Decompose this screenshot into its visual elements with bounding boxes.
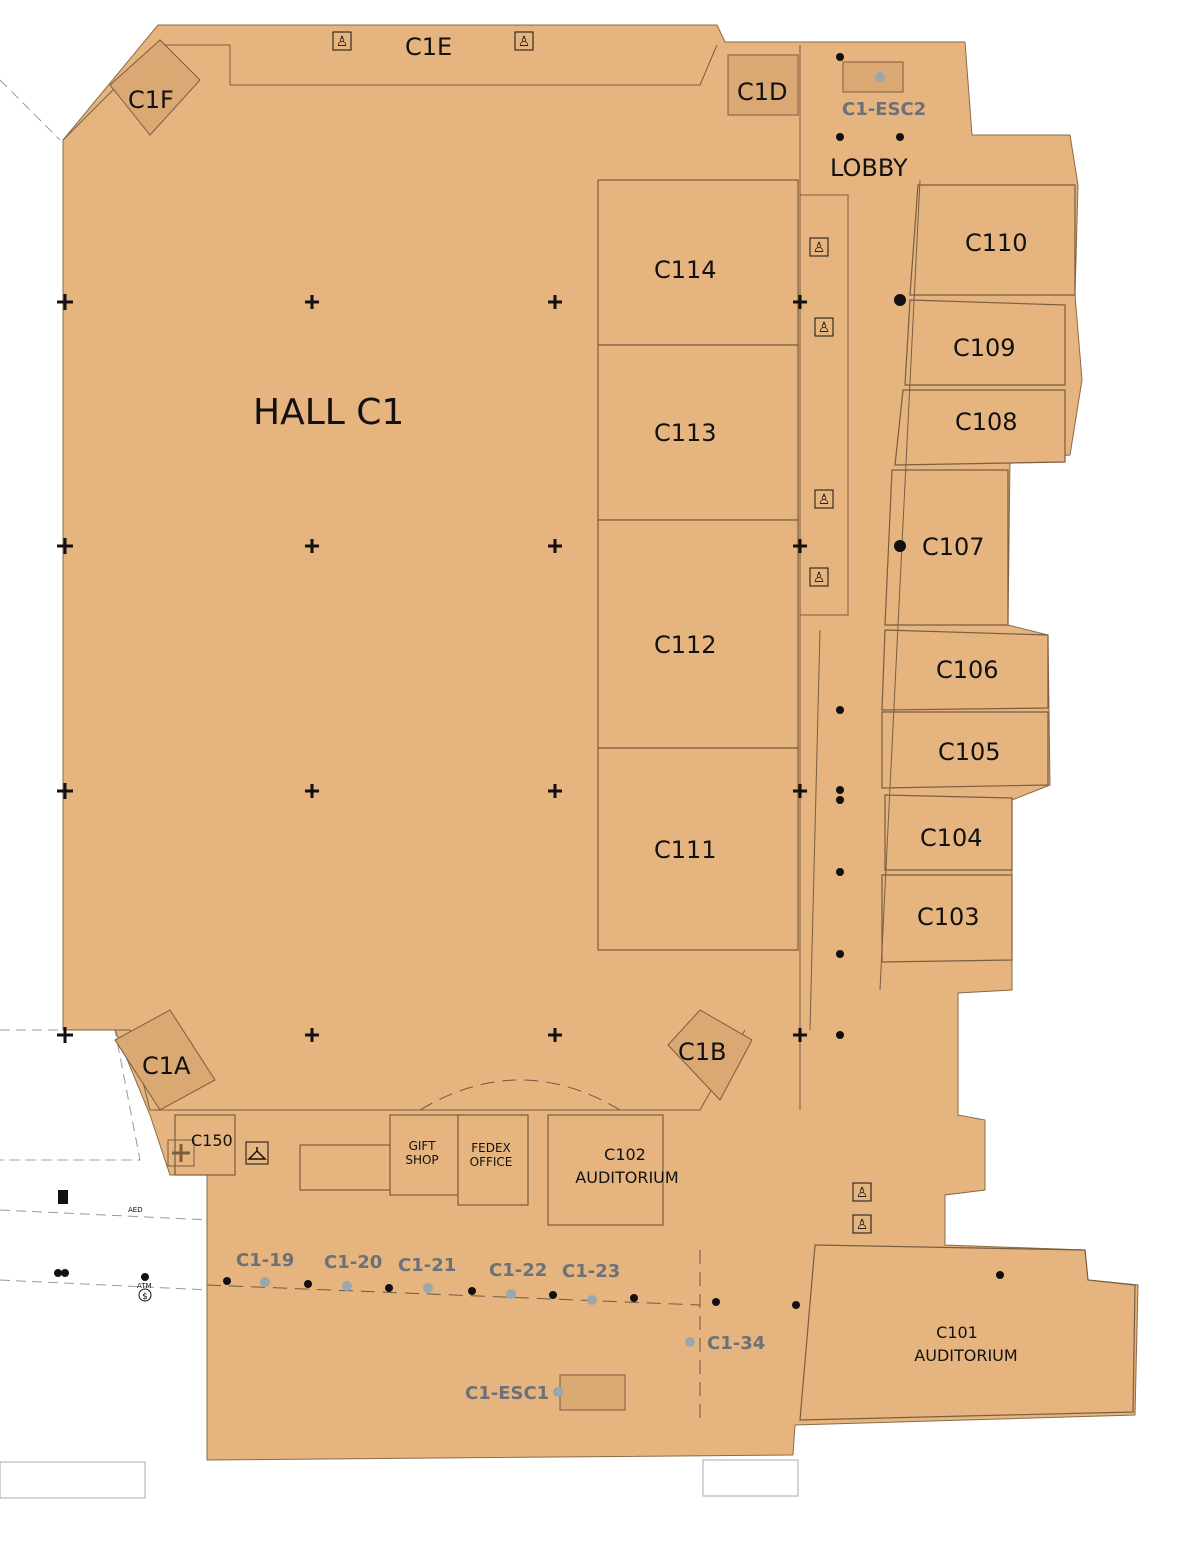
column-marker (305, 1028, 319, 1042)
room-label: C101 (936, 1323, 978, 1342)
column-marker (548, 539, 562, 553)
column-marker (548, 295, 562, 309)
column-marker (57, 1027, 73, 1043)
atm-icon: $ (138, 1288, 152, 1302)
entrance-c1d[interactable] (727, 54, 799, 116)
entrance-label: C1D (737, 78, 788, 106)
entrance-label: C1E (405, 33, 452, 61)
column-marker (305, 539, 319, 553)
room-label: C105 (938, 738, 1001, 766)
entrance-label: C1B (678, 1038, 727, 1066)
gift-shop[interactable] (389, 1114, 459, 1196)
column-marker (305, 784, 319, 798)
column-marker (57, 538, 73, 554)
atm-label: ATM (137, 1282, 152, 1290)
first-aid-icon (167, 1139, 195, 1167)
location-label[interactable]: C1-19 (236, 1250, 294, 1271)
svg-text:♙: ♙ (336, 34, 349, 50)
lobby-label: LOBBY (830, 154, 908, 182)
labels: HALL C1 LOBBY C1A C1B C1D C1E C1F C114 C… (128, 33, 1028, 1404)
aed-label: AED (128, 1206, 143, 1214)
room-c110[interactable] (909, 184, 1076, 296)
column-marker (57, 294, 73, 310)
column-marker (57, 783, 73, 799)
room-label: C113 (654, 419, 717, 447)
room-label: C114 (654, 256, 717, 284)
entrance-label: C1F (128, 86, 174, 114)
room-label: C104 (920, 824, 983, 852)
room-label: C110 (965, 229, 1028, 257)
corridor-markers (141, 53, 1004, 1309)
room-label: C111 (654, 836, 717, 864)
entrance-c1a[interactable] (114, 1009, 216, 1111)
location-label[interactable]: C1-ESC2 (842, 99, 926, 120)
location-label[interactable]: C1-22 (489, 1260, 547, 1281)
entrance-c1b[interactable] (667, 1009, 753, 1101)
svg-text:♙: ♙ (813, 570, 826, 586)
room-c102[interactable] (547, 1114, 664, 1226)
location-label[interactable]: C1-20 (324, 1252, 382, 1273)
outside-context (0, 79, 799, 1499)
column-marker (793, 539, 807, 553)
hall-label: HALL C1 (253, 392, 404, 433)
room-c109[interactable] (904, 299, 1066, 386)
room-label: C107 (922, 533, 985, 561)
room-label: AUDITORIUM (914, 1346, 1017, 1365)
location-label[interactable]: C1-34 (707, 1333, 765, 1354)
meeting-rooms (597, 179, 849, 1031)
room-label: C102 (604, 1145, 646, 1164)
location-dots (260, 72, 885, 1397)
room-label: C108 (955, 408, 1018, 436)
entrance-c1f[interactable] (109, 39, 201, 136)
fedex-office[interactable] (457, 1114, 529, 1206)
room-c103[interactable] (881, 874, 1013, 963)
entrance-label: C1A (142, 1052, 191, 1080)
svg-text:♙: ♙ (818, 492, 831, 508)
room-c105[interactable] (881, 711, 1049, 789)
location-label[interactable]: C1-23 (562, 1261, 620, 1282)
room-label: C150 (191, 1131, 233, 1150)
room-c104[interactable] (884, 794, 1013, 871)
room-label: C112 (654, 631, 717, 659)
room-c107[interactable] (884, 469, 1009, 626)
escalator-esc2[interactable] (842, 61, 904, 93)
restroom-icons: ♙ ♙ ♙ ♙ ♙ ♙ ♙ ♙ (332, 31, 872, 1234)
room-c106[interactable] (881, 629, 1049, 711)
room-c101[interactable] (799, 1244, 1136, 1421)
coat-check-icon (245, 1141, 269, 1165)
svg-text:♙: ♙ (856, 1217, 869, 1233)
room-c108[interactable] (894, 389, 1066, 466)
column-marker (793, 784, 807, 798)
room-label: C109 (953, 334, 1016, 362)
south-rooms (174, 61, 1136, 1421)
escalator-esc1[interactable] (559, 1374, 626, 1411)
column-marker (548, 1028, 562, 1042)
fedex-label: OFFICE (470, 1155, 513, 1169)
gift-shop-label: GIFT (409, 1139, 437, 1153)
location-label[interactable]: C1-21 (398, 1255, 456, 1276)
column-marker (305, 295, 319, 309)
room-c113[interactable] (597, 344, 799, 521)
fedex-label: FEDEX (471, 1141, 511, 1155)
room-c112[interactable] (597, 519, 799, 749)
svg-text:♙: ♙ (813, 240, 826, 256)
room-c150[interactable] (174, 1114, 236, 1176)
svg-text:♙: ♙ (818, 320, 831, 336)
column-marker (793, 1028, 807, 1042)
room-label: AUDITORIUM (575, 1168, 678, 1187)
room-c114[interactable] (597, 179, 799, 346)
column-marker (548, 784, 562, 798)
gift-shop-label: SHOP (405, 1153, 438, 1167)
location-label[interactable]: C1-ESC1 (465, 1383, 549, 1404)
columns (57, 294, 807, 1043)
room-label: C106 (936, 656, 999, 684)
room-c111[interactable] (597, 747, 799, 951)
column-marker (793, 295, 807, 309)
svg-text:$: $ (142, 1292, 148, 1302)
svg-text:♙: ♙ (518, 34, 531, 50)
east-rooms (879, 179, 1076, 991)
svg-text:♙: ♙ (856, 1185, 869, 1201)
room-label: C103 (917, 903, 980, 931)
